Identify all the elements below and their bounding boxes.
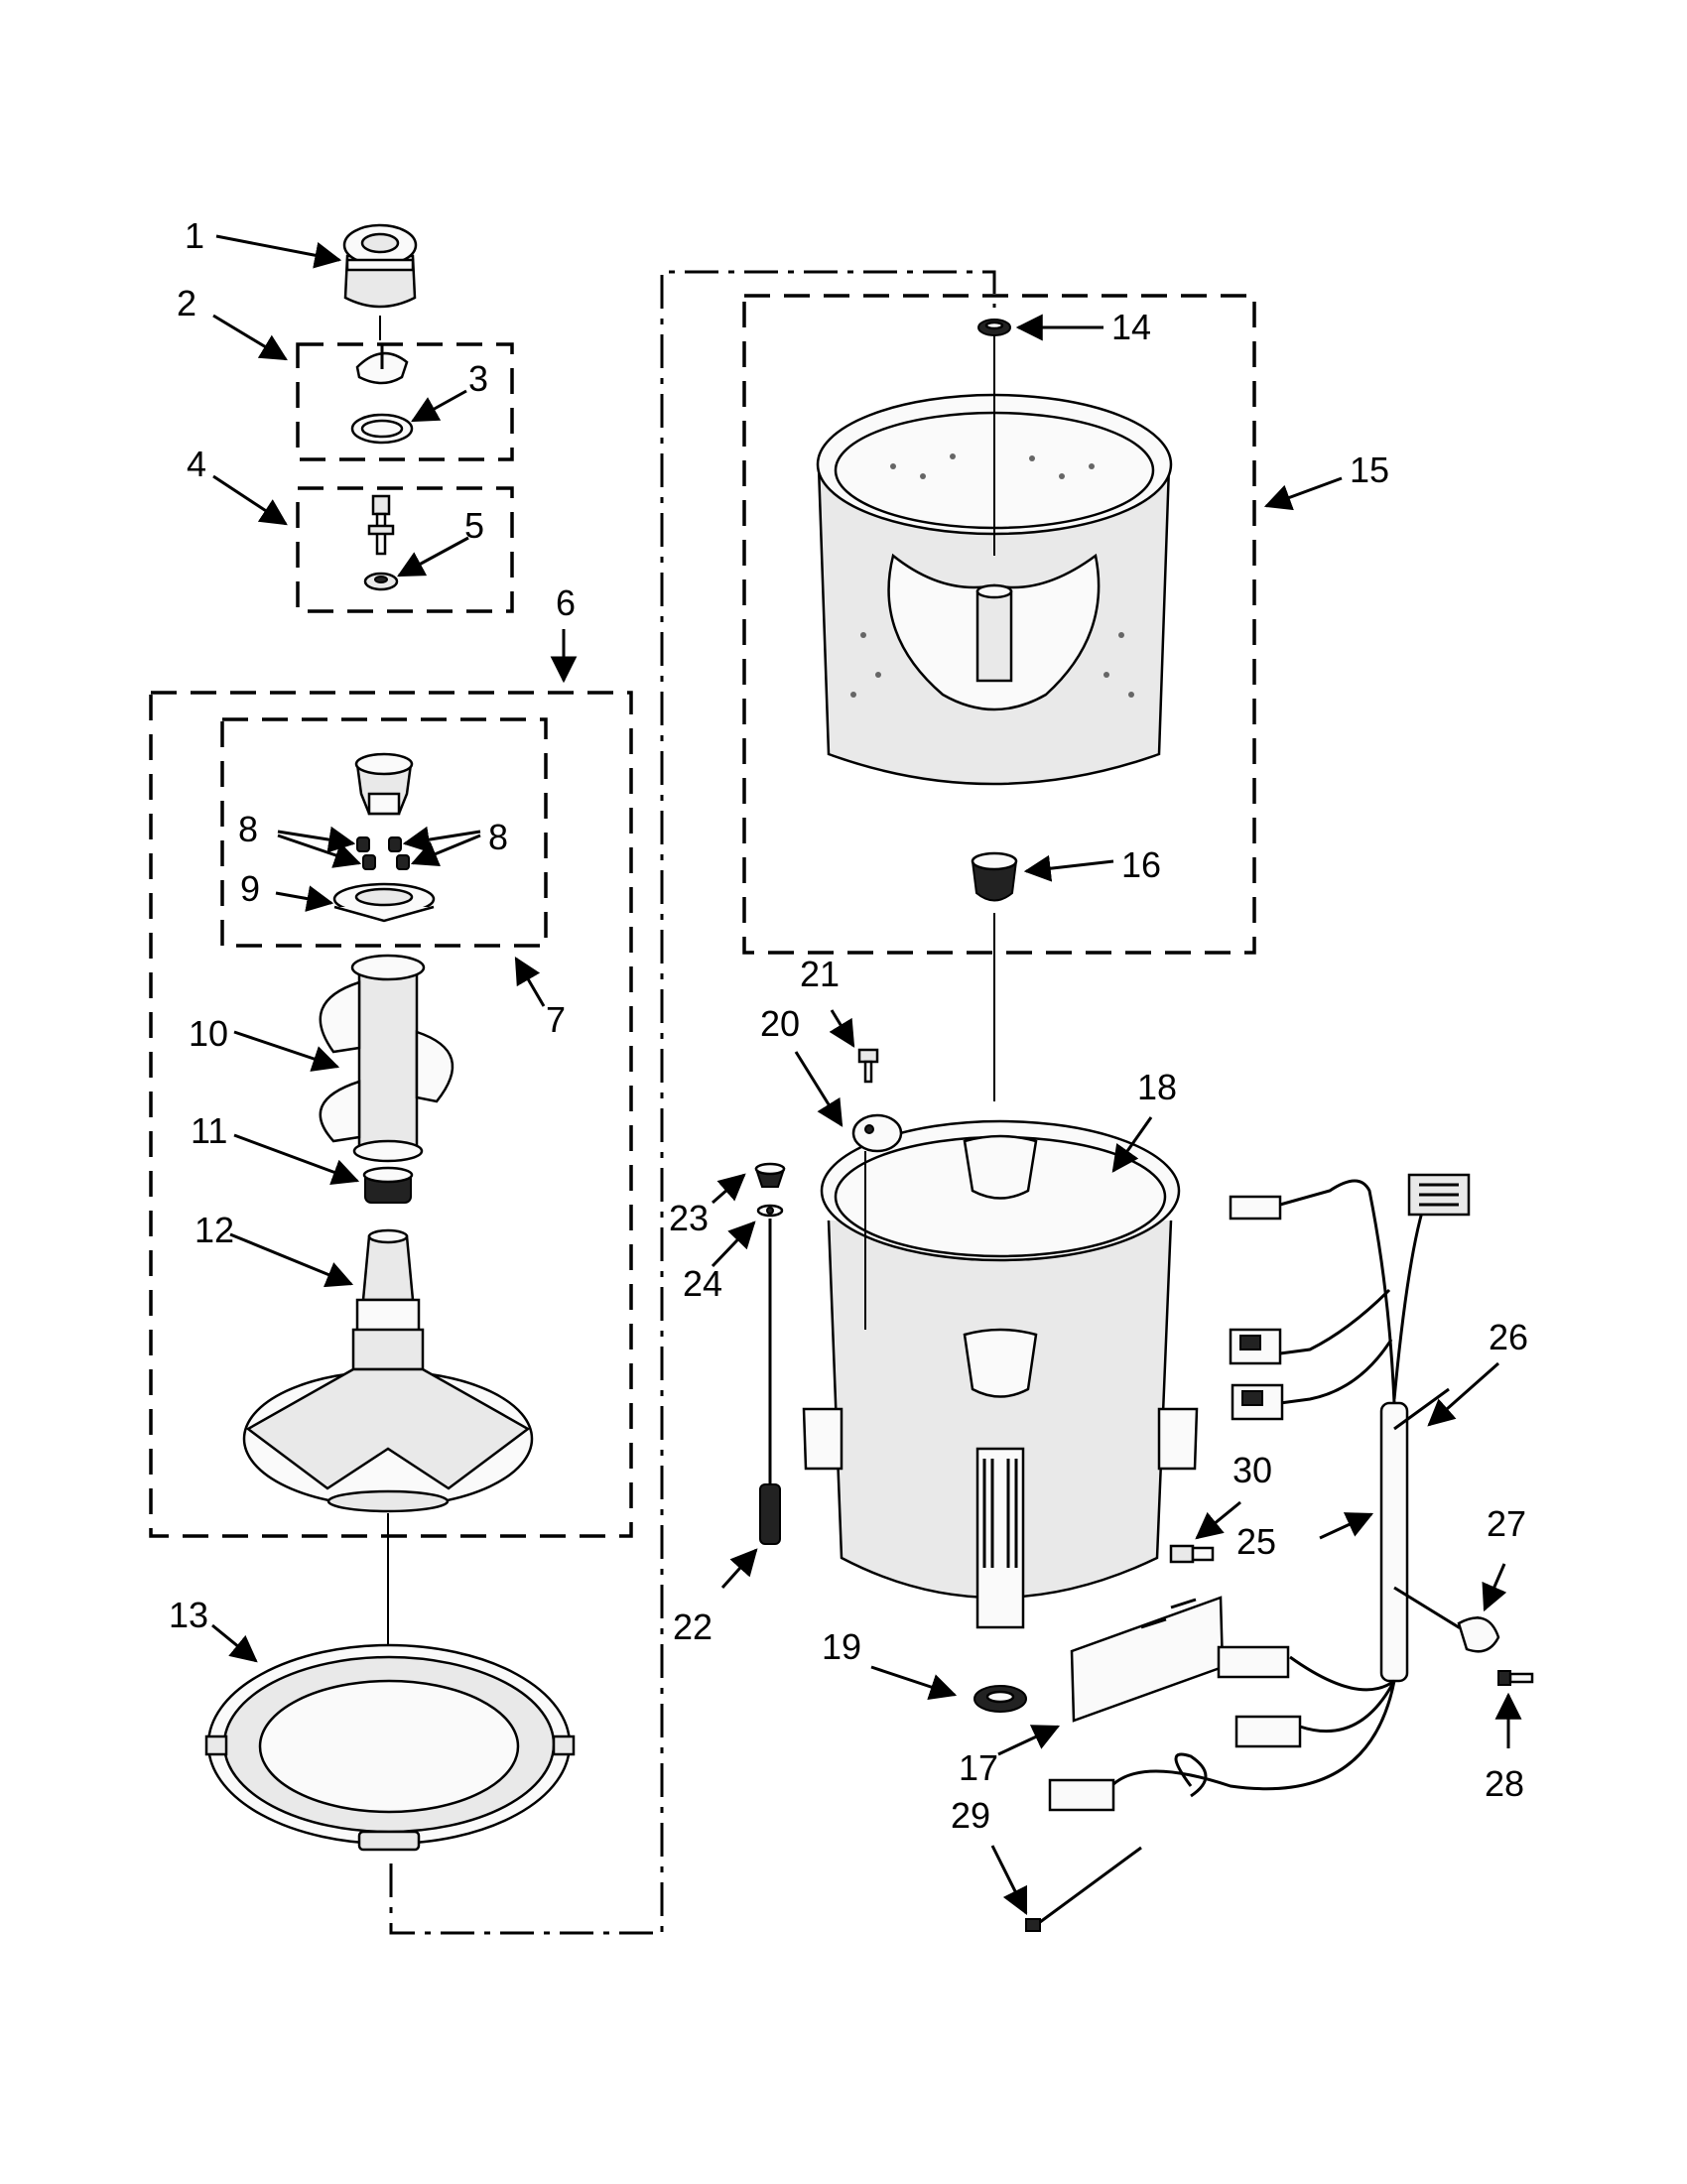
callout-21: 21: [800, 954, 840, 994]
callout-4: 4: [187, 444, 206, 484]
callout-5: 5: [464, 505, 484, 546]
part-30-fitting: [1169, 1544, 1215, 1564]
assembly-chain-line: [389, 270, 996, 1935]
part-11-bearing: [362, 1166, 414, 1204]
callout-18: 18: [1137, 1067, 1177, 1107]
callout-10: 10: [189, 1013, 228, 1054]
part-13-ring: [204, 1643, 576, 1852]
callout-29: 29: [951, 1795, 990, 1836]
callout-20: 20: [760, 1003, 800, 1044]
part-17-terminal-block: [1070, 1596, 1225, 1723]
part-2-cam-cap: [350, 345, 414, 445]
part-14-spanner-nut: [977, 319, 1011, 336]
group-box-4: [296, 486, 514, 613]
callout-13: 13: [169, 1595, 208, 1635]
callout-14: 14: [1111, 307, 1151, 347]
callout-12: 12: [195, 1210, 234, 1250]
part-8-drive-dogs: [356, 836, 410, 870]
part-25-wire-harness: [1109, 1179, 1480, 1798]
part-24-cap: [756, 1204, 784, 1218]
part-7-dog-hub: [354, 752, 414, 816]
callout-25: 25: [1236, 1521, 1276, 1562]
connector-bottom: [1048, 1778, 1115, 1812]
callout-17: 17: [959, 1747, 998, 1788]
callout-11: 11: [191, 1110, 227, 1151]
callout-30: 30: [1233, 1450, 1272, 1490]
callout-8-right: 8: [488, 817, 508, 857]
callout-26: 26: [1489, 1317, 1528, 1357]
connector-low-1: [1217, 1645, 1290, 1679]
part-1-agitator-cap: [342, 223, 418, 309]
connector-top-left: [1229, 1195, 1282, 1220]
connector-low-2: [1234, 1715, 1302, 1748]
part-15-spin-basket: [816, 393, 1173, 786]
group-box-15: [742, 294, 1256, 955]
callout-16: 16: [1121, 844, 1161, 885]
part-22-spring: [759, 1483, 781, 1545]
part-18-tub: [802, 1119, 1199, 1629]
callout-27: 27: [1487, 1503, 1526, 1544]
part-21-screw: [857, 1048, 879, 1084]
part-10-auger: [319, 954, 454, 1163]
callout-3: 3: [468, 358, 488, 399]
callout-2: 2: [177, 283, 196, 323]
callout-24: 24: [683, 1263, 722, 1304]
callout-28: 28: [1485, 1763, 1524, 1804]
callout-6: 6: [556, 582, 576, 623]
callout-8-left: 8: [238, 809, 258, 849]
callout-23: 23: [669, 1198, 709, 1238]
leader-lines: [211, 234, 1522, 1916]
connector-mid-2: [1231, 1383, 1284, 1421]
callout-1: 1: [185, 215, 204, 256]
part-9-cam-ring: [332, 882, 436, 923]
connector-top-right: [1407, 1173, 1471, 1217]
part-28-screw: [1497, 1670, 1534, 1686]
callout-15: 15: [1350, 450, 1389, 490]
callout-7: 7: [546, 999, 566, 1040]
part-20-bracket: [851, 1113, 903, 1153]
part-5-washer: [363, 572, 399, 591]
part-29-cable-tie: [1025, 1846, 1142, 1932]
group-box-7: [220, 717, 548, 948]
part-16-hub: [971, 851, 1018, 902]
part-27-clamp: [1457, 1616, 1500, 1653]
part-4-bolt: [367, 494, 395, 556]
part-19-tub-seal: [973, 1685, 1027, 1713]
callout-19: 19: [822, 1626, 861, 1667]
part-23-cap: [754, 1162, 786, 1188]
callout-22: 22: [673, 1606, 713, 1647]
connector-mid-1: [1229, 1328, 1282, 1365]
part-12-drive-plate: [242, 1228, 534, 1513]
group-box-6: [149, 691, 633, 1538]
group-box-2: [296, 342, 514, 461]
callout-9: 9: [240, 868, 260, 909]
